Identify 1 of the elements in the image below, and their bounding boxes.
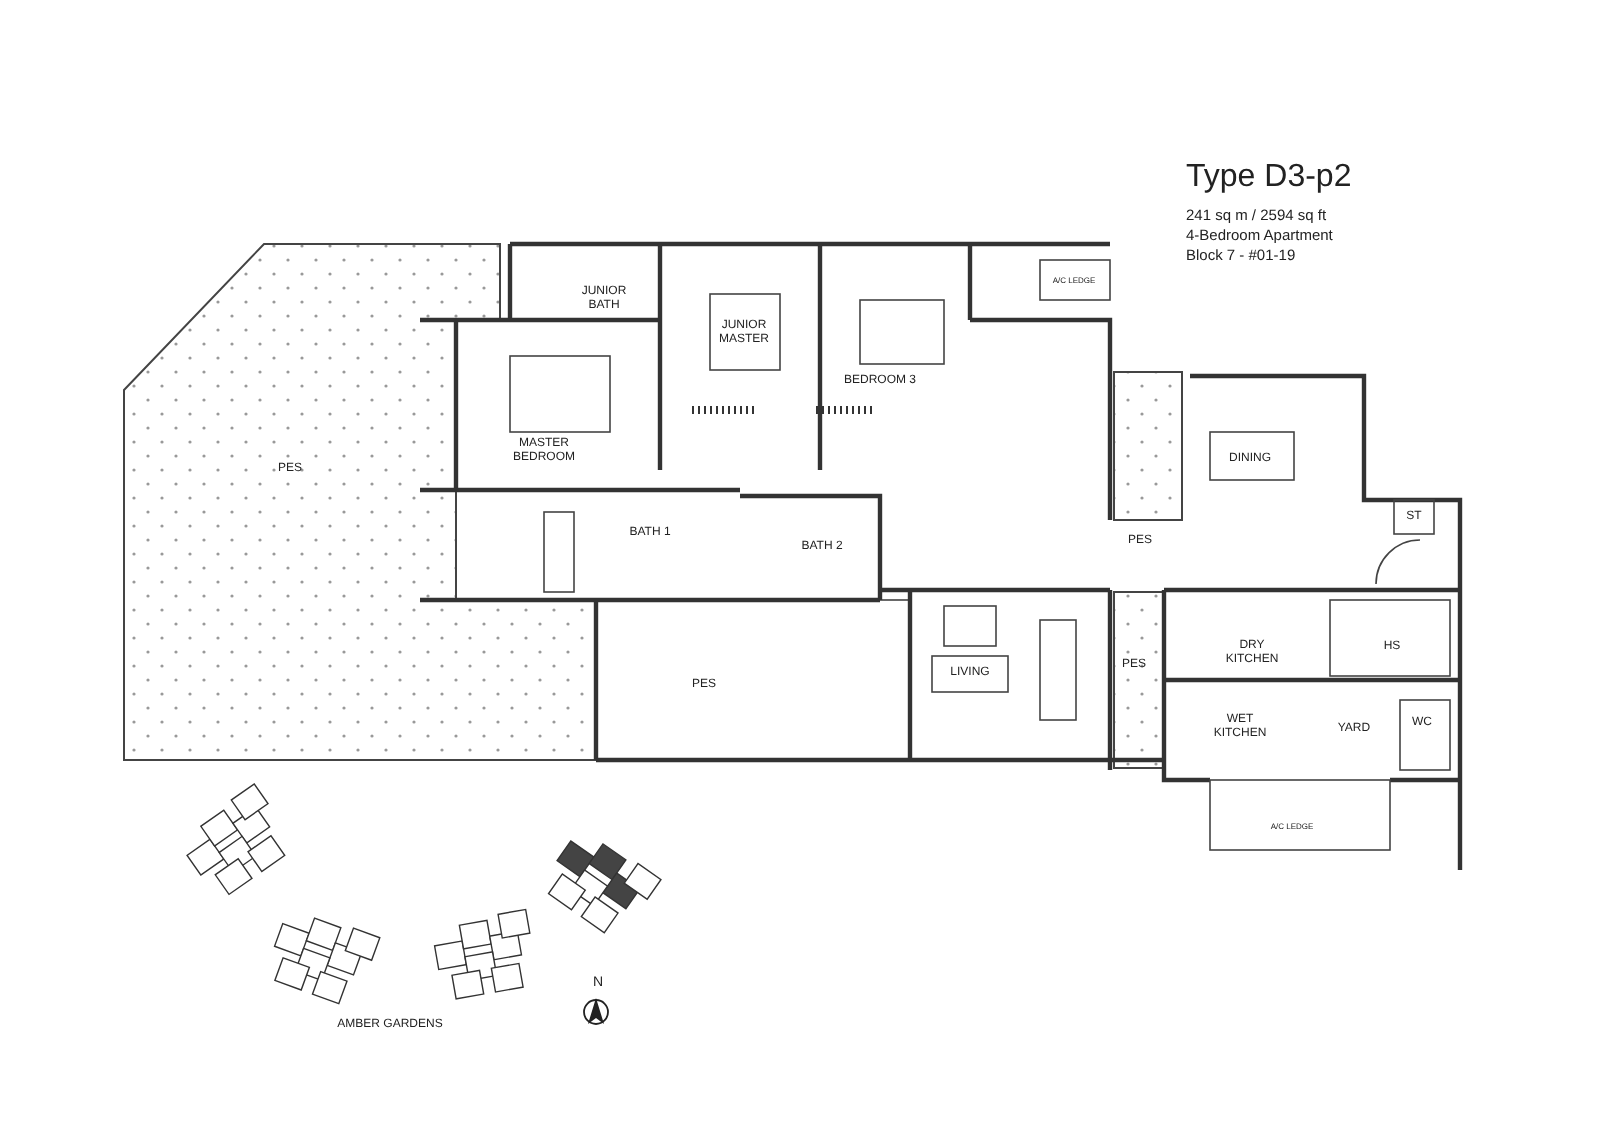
plan-title: Type D3-p2: [1186, 160, 1352, 196]
